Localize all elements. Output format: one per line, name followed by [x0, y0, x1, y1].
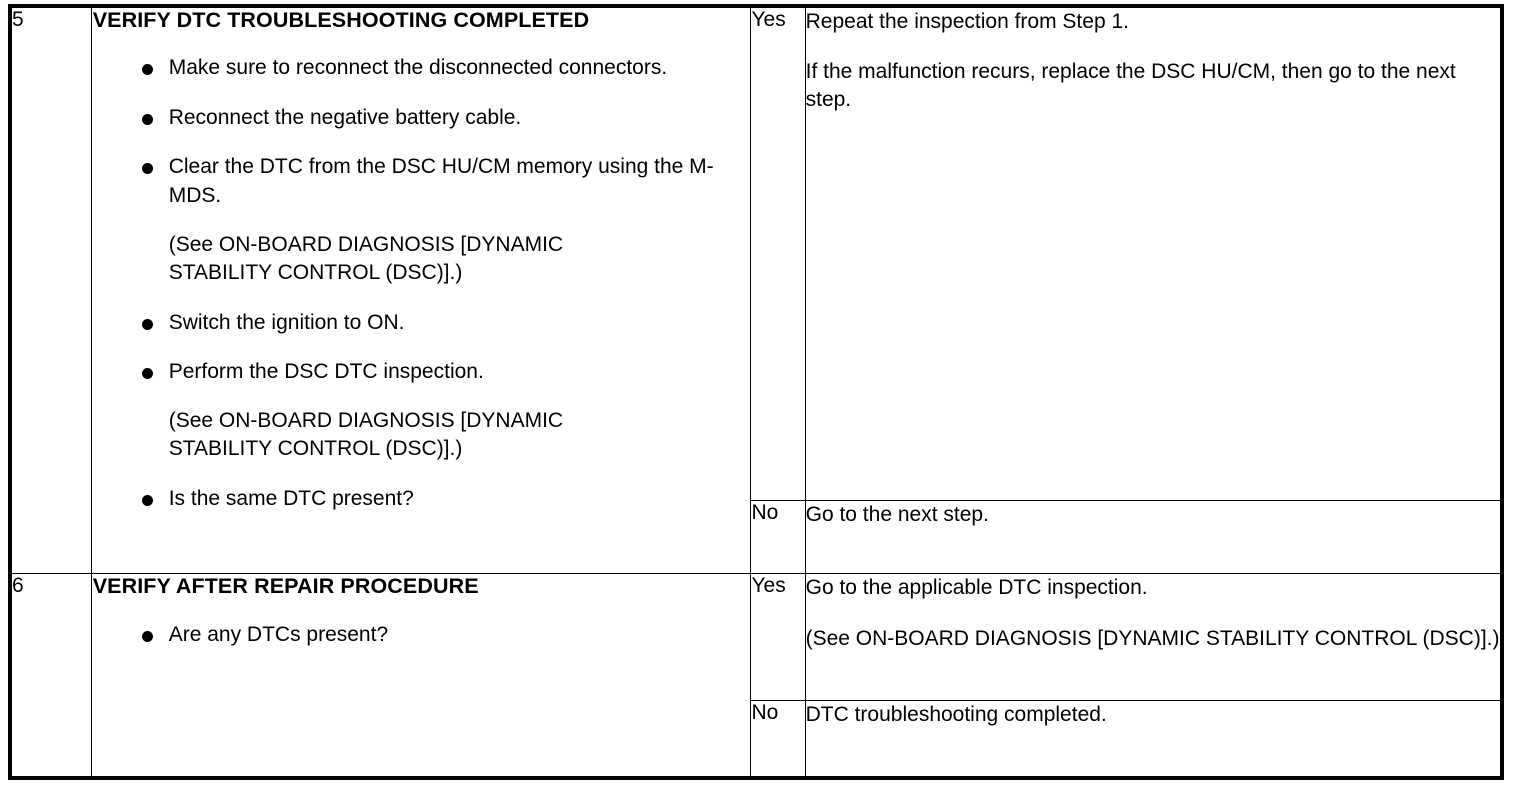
action-paragraph: Go to the next step. — [805, 503, 989, 526]
list-item-label: Make sure to reconnect the disconnected … — [168, 56, 668, 80]
bullet-icon — [141, 494, 153, 506]
action-cell-yes-step-6: Go to the applicable DTC inspection. (Se… — [804, 573, 1503, 702]
bullet-icon — [141, 64, 153, 76]
step-body-cell-6: VERIFY AFTER REPAIR PROCEDURE Are any DT… — [90, 573, 752, 779]
list-item-label: Switch the ignition to ON. — [168, 310, 405, 334]
list-item-label: Are any DTCs present? — [168, 622, 389, 646]
reference-note-line-1: (See ON-BOARD DIAGNOSIS [DYNAMIC — [168, 232, 564, 256]
result-label-no-step-6: No — [750, 700, 806, 779]
list-item: Switch the ignition to ON. — [92, 309, 751, 338]
action-paragraph: (See ON-BOARD DIAGNOSIS [DYNAMIC STABILI… — [805, 626, 1500, 650]
bullet-icon — [141, 368, 153, 380]
action-cell-no-step-5: Go to the next step. — [804, 499, 1503, 575]
reference-note: (See ON-BOARD DIAGNOSIS [DYNAMIC STABILI… — [92, 231, 751, 288]
list-item-label: Reconnect the negative battery cable. — [168, 105, 522, 129]
table-row-step-6-yes: 6 VERIFY AFTER REPAIR PROCEDURE Are any … — [9, 573, 1503, 779]
bullet-icon — [141, 630, 153, 642]
bullet-icon — [141, 113, 153, 125]
action-paragraph: If the malfunction recurs, replace the D… — [805, 60, 1456, 111]
dtc-troubleshooting-table: 5 VERIFY DTC TROUBLESHOOTING COMPLETED M… — [8, 4, 1504, 780]
table-row-step-5-no: No Go to the next step. — [10, 499, 1503, 575]
table-row-step-6-no: No DTC troubleshooting completed. — [10, 700, 1503, 779]
list-item: Is the same DTC present? — [92, 485, 751, 514]
result-label-yes-step-6: Yes — [750, 573, 806, 702]
reference-note-line-2: STABILITY CONTROL (DSC)].) — [168, 437, 463, 461]
list-item: Clear the DTC from the DSC HU/CM memory … — [92, 153, 751, 210]
list-item-label: Is the same DTC present? — [168, 486, 414, 510]
step-heading-5: VERIFY DTC TROUBLESHOOTING COMPLETED — [92, 8, 590, 32]
list-item-label: Clear the DTC from the DSC HU/CM memory … — [168, 155, 714, 207]
list-item: Make sure to reconnect the disconnected … — [92, 54, 751, 83]
step-heading-6: VERIFY AFTER REPAIR PROCEDURE — [92, 574, 479, 599]
bullet-icon — [141, 163, 153, 175]
result-label-no-step-5: No — [750, 499, 806, 575]
step-item-list-5-question: Is the same DTC present? — [92, 485, 751, 514]
list-item: Are any DTCs present? — [92, 621, 751, 650]
action-cell-no-step-6: DTC troubleshooting completed. — [804, 700, 1503, 779]
reference-note-line-2: STABILITY CONTROL (DSC)].) — [168, 261, 463, 285]
step-item-list-6: Are any DTCs present? — [92, 621, 751, 650]
table-row-step-5-yes: 5 VERIFY DTC TROUBLESHOOTING COMPLETED M… — [9, 5, 1503, 575]
action-paragraph: Go to the applicable DTC inspection. — [805, 576, 1148, 600]
action-paragraph: Repeat the inspection from Step 1. — [805, 10, 1129, 33]
reference-note-line-1: (See ON-BOARD DIAGNOSIS [DYNAMIC — [168, 408, 564, 432]
step-number-cell-6: 6 — [9, 573, 92, 779]
reference-note: (See ON-BOARD DIAGNOSIS [DYNAMIC STABILI… — [92, 407, 751, 464]
step-number-cell-5: 5 — [9, 5, 92, 575]
bullet-icon — [141, 318, 153, 330]
action-paragraph: DTC troubleshooting completed. — [805, 703, 1107, 727]
step-item-list-5-continued: Switch the ignition to ON. Perform the D… — [92, 309, 751, 387]
step-body-cell-5: VERIFY DTC TROUBLESHOOTING COMPLETED Mak… — [90, 5, 752, 575]
list-item-label: Perform the DSC DTC inspection. — [168, 360, 484, 384]
action-cell-yes-step-5: Repeat the inspection from Step 1. If th… — [804, 5, 1503, 501]
step-item-list-5: Make sure to reconnect the disconnected … — [92, 54, 751, 210]
troubleshooting-sheet: 5 VERIFY DTC TROUBLESHOOTING COMPLETED M… — [8, 4, 1504, 780]
list-item: Reconnect the negative battery cable. — [92, 104, 751, 133]
result-label-yes-step-5: Yes — [750, 5, 806, 501]
list-item: Perform the DSC DTC inspection. — [92, 358, 751, 387]
